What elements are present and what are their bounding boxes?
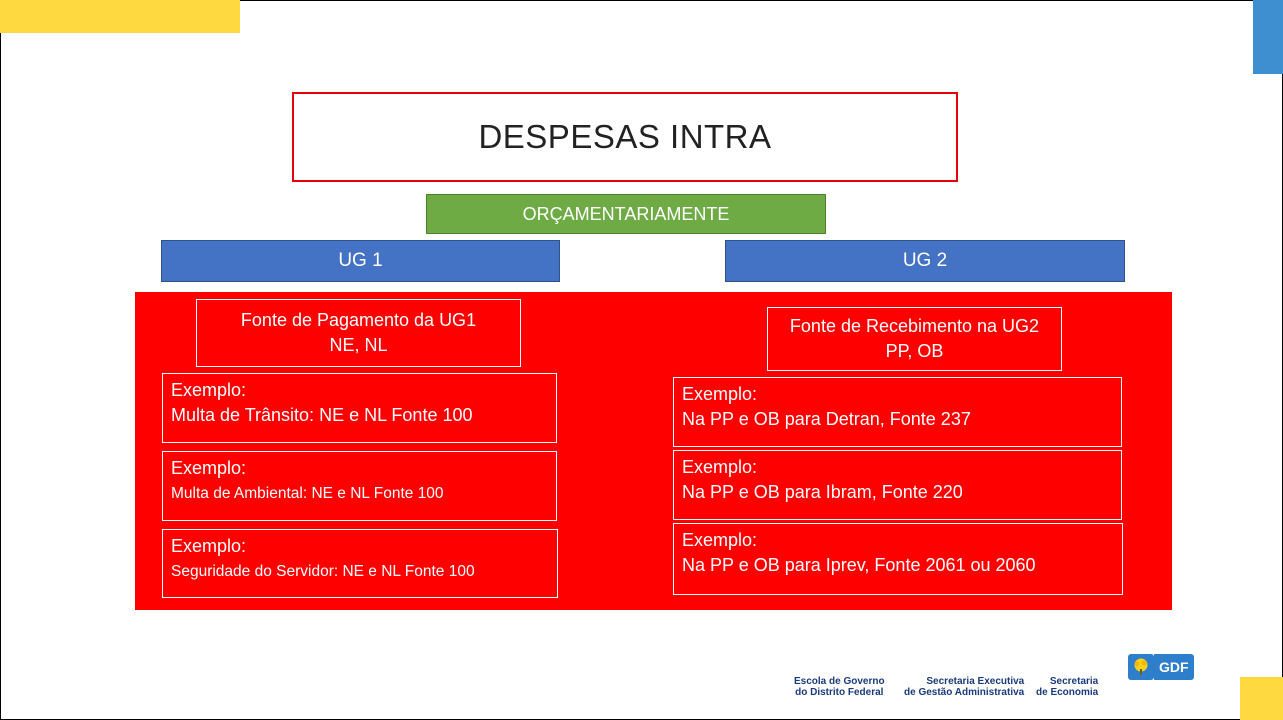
gdf-brand: GDF (1154, 654, 1194, 680)
left-header-line1: Fonte de Pagamento da UG1 (240, 310, 477, 330)
org2-line2: de Gestão Administrativa (904, 687, 1025, 698)
example-text: Na PP e OB para Detran, Fonte 237 (682, 409, 971, 429)
left-header-line2: NE, NL (329, 335, 388, 355)
ug2-box: UG 2 (725, 240, 1125, 282)
gdf-logo: GDF (1128, 654, 1194, 680)
ug1-box: UG 1 (161, 240, 560, 282)
example-label: Exemplo: (682, 384, 758, 404)
example-text: Seguridade do Servidor: NE e NL Fonte 10… (171, 563, 475, 580)
left-example-1: Exemplo: Multa de Trânsito: NE e NL Font… (162, 373, 557, 443)
secretaria-executiva-logo: Secretaria Executiva de Gestão Administr… (904, 676, 1024, 698)
blue-accent-right (1253, 0, 1283, 74)
right-example-1: Exemplo: Na PP e OB para Detran, Fonte 2… (673, 377, 1122, 447)
left-example-3: Exemplo: Seguridade do Servidor: NE e NL… (162, 529, 558, 598)
slide-title: DESPESAS INTRA (292, 92, 958, 182)
secretaria-economia-logo: Secretaria de Economia (1036, 676, 1098, 698)
example-label: Exemplo: (171, 536, 247, 556)
right-header-line2: PP, OB (885, 341, 944, 361)
right-header-line1: Fonte de Recebimento na UG2 (789, 316, 1040, 336)
org2-line1: Secretaria Executiva (926, 676, 1025, 687)
example-text: Multa de Trânsito: NE e NL Fonte 100 (171, 405, 473, 425)
example-text: Multa de Ambiental: NE e NL Fonte 100 (171, 485, 444, 502)
yellow-accent-bottom (1240, 677, 1283, 720)
yellow-accent-top (0, 0, 240, 33)
example-label: Exemplo: (682, 457, 758, 477)
org3-line1: Secretaria (1049, 676, 1099, 687)
example-label: Exemplo: (171, 458, 247, 478)
example-text: Na PP e OB para Ibram, Fonte 220 (682, 482, 963, 502)
org1-line2: do Distrito Federal (795, 687, 884, 698)
left-example-2: Exemplo: Multa de Ambiental: NE e NL Fon… (162, 451, 557, 521)
right-example-3: Exemplo: Na PP e OB para Iprev, Fonte 20… (673, 523, 1123, 595)
org3-line2: de Economia (1036, 687, 1099, 698)
right-example-2: Exemplo: Na PP e OB para Ibram, Fonte 22… (673, 450, 1122, 520)
example-label: Exemplo: (682, 530, 758, 550)
right-header-box: Fonte de Recebimento na UG2 PP, OB (767, 307, 1062, 371)
left-header-box: Fonte de Pagamento da UG1 NE, NL (196, 299, 521, 367)
example-text: Na PP e OB para Iprev, Fonte 2061 ou 206… (682, 555, 1036, 575)
example-label: Exemplo: (171, 380, 247, 400)
subtitle-box: ORÇAMENTARIAMENTE (426, 194, 826, 234)
org1-line1: Escola de Governo (794, 676, 885, 687)
ipe-tree-icon (1128, 654, 1154, 680)
escola-governo-logo: Escola de Governo do Distrito Federal (794, 676, 885, 698)
